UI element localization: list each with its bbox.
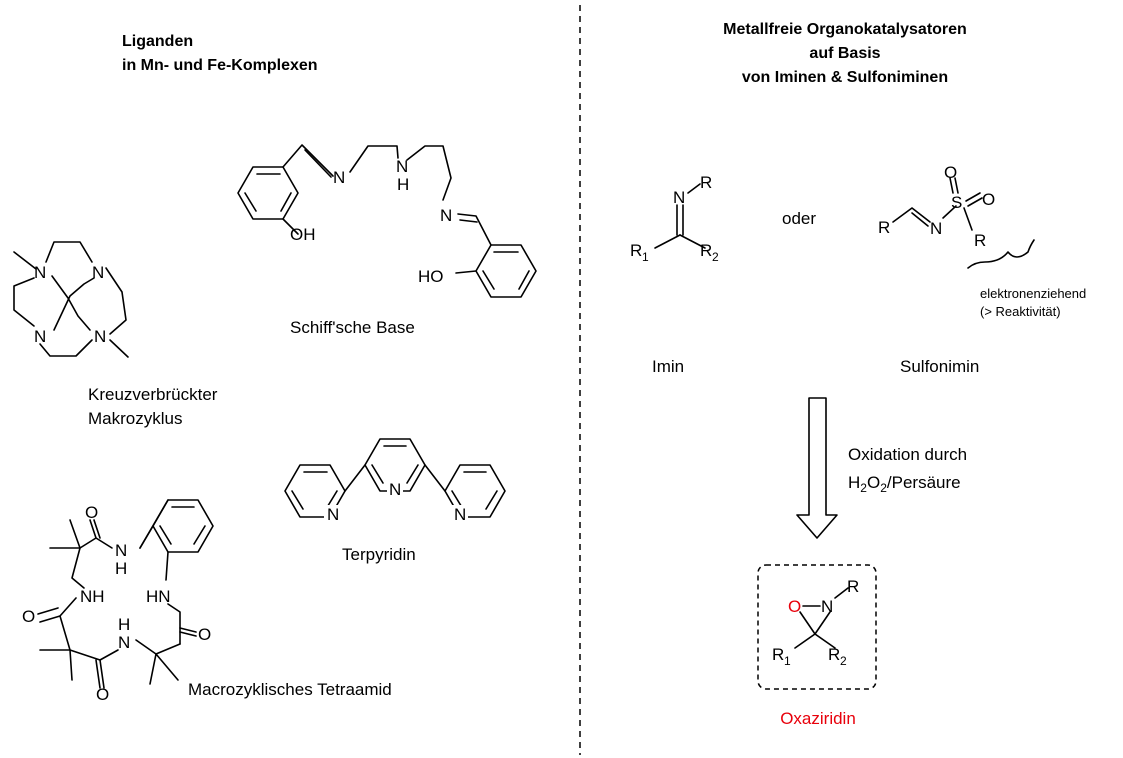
terpyridine-label: Terpyridin — [342, 545, 416, 564]
schiff-ho-right: HO — [418, 267, 444, 286]
oxaziridine-r1-subscript: 1 — [784, 654, 791, 668]
schiff-h-center: H — [397, 175, 409, 194]
imine-r1-subscript: 1 — [642, 250, 649, 264]
oxaziridine-n: N — [821, 597, 833, 616]
schiff-base-label: Schiff'sche Base — [290, 318, 415, 337]
schiff-n-right: N — [440, 206, 452, 225]
macrocycle-n1: N — [34, 263, 46, 282]
tetraamide-o-right: O — [198, 625, 211, 644]
tetraamide-h-top: H — [115, 559, 127, 578]
oxaziridine-o: O — [788, 597, 801, 616]
terpyridine-structure: N N N — [284, 438, 506, 524]
sulfonimine-structure: R N S O O R — [878, 163, 1035, 269]
left-title-line1: Liganden — [122, 33, 193, 50]
ewg-note-line1: elektronenziehend — [980, 286, 1086, 301]
oxidation-sub2: 2 — [880, 481, 887, 495]
schiff-base-structure: OH N N H N HO — [237, 144, 537, 298]
oxaziridine-label: Oxaziridin — [780, 709, 856, 728]
sulfonimine-r-right: R — [974, 231, 986, 250]
tetraamide-nh-left: NH — [80, 587, 105, 606]
left-title-line2: in Mn- und Fe-Komplexen — [122, 57, 318, 74]
macrocycle-label-line2: Makrozyklus — [88, 409, 182, 428]
schiff-oh-left: OH — [290, 225, 316, 244]
or-label: oder — [782, 209, 816, 228]
macrocycle-n2: N — [92, 263, 104, 282]
oxidation-h: H — [848, 473, 860, 492]
reaction-arrow — [796, 397, 838, 539]
cross-bridged-macrocycle: N N N N — [13, 241, 129, 358]
schiff-n-left: N — [333, 168, 345, 187]
macrocycle-label-line1: Kreuzverbrückter — [88, 385, 218, 404]
imine-r1: R — [630, 241, 642, 260]
terpy-n-left: N — [327, 505, 339, 524]
tetraamide-h-bottom: H — [118, 615, 130, 634]
tetraamide-o-bottom: O — [96, 685, 109, 704]
right-title-line3: von Iminen & Sulfoniminen — [742, 69, 948, 86]
oxidation-o: O — [867, 473, 880, 492]
oxaziridine-r: R — [847, 577, 859, 596]
right-title-line1: Metallfreie Organokatalysatoren — [723, 21, 967, 38]
oxidation-line2: H2O2/Persäure — [848, 473, 961, 495]
macrocycle-n4: N — [94, 327, 106, 346]
sulfonimine-r-left: R — [878, 218, 890, 237]
tetraamide-structure: O N H NH HN O N H O O — [22, 499, 214, 704]
imine-label: Imin — [652, 357, 684, 376]
oxidation-suffix: /Persäure — [887, 473, 961, 492]
ewg-note-line2: (> Reaktivität) — [980, 304, 1061, 319]
imine-r: R — [700, 173, 712, 192]
sulfonimine-label: Sulfonimin — [900, 357, 979, 376]
imine-structure: N R R 1 R 2 — [630, 173, 719, 264]
imine-r2-subscript: 2 — [712, 250, 719, 264]
sulfonimine-o-right: O — [982, 190, 995, 209]
right-title-line2: auf Basis — [809, 45, 880, 62]
oxidation-sub1: 2 — [860, 481, 867, 495]
tetraamide-o-left: O — [22, 607, 35, 626]
tetraamide-nh-top: N — [115, 541, 127, 560]
terpy-n-right: N — [454, 505, 466, 524]
sulfonimine-s: S — [951, 193, 962, 212]
tetraamide-n-bottom: N — [118, 633, 130, 652]
oxaziridine-r2: R — [828, 645, 840, 664]
oxaziridine-r2-subscript: 2 — [840, 654, 847, 668]
tetraamide-hn-right: HN — [146, 587, 171, 606]
oxaziridine-structure: O N R R 1 R 2 — [772, 577, 859, 668]
oxaziridine-r1: R — [772, 645, 784, 664]
sulfonimine-o-top: O — [944, 163, 957, 182]
macrocycle-n3: N — [34, 327, 46, 346]
tetraamide-label: Macrozyklisches Tetraamid — [188, 680, 392, 699]
terpy-n-center: N — [389, 480, 401, 499]
imine-r2: R — [700, 241, 712, 260]
imine-n: N — [673, 188, 685, 207]
schiff-n-center: N — [396, 157, 408, 176]
oxidation-line1: Oxidation durch — [848, 445, 967, 464]
sulfonimine-n: N — [930, 219, 942, 238]
tetraamide-o-top: O — [85, 503, 98, 522]
